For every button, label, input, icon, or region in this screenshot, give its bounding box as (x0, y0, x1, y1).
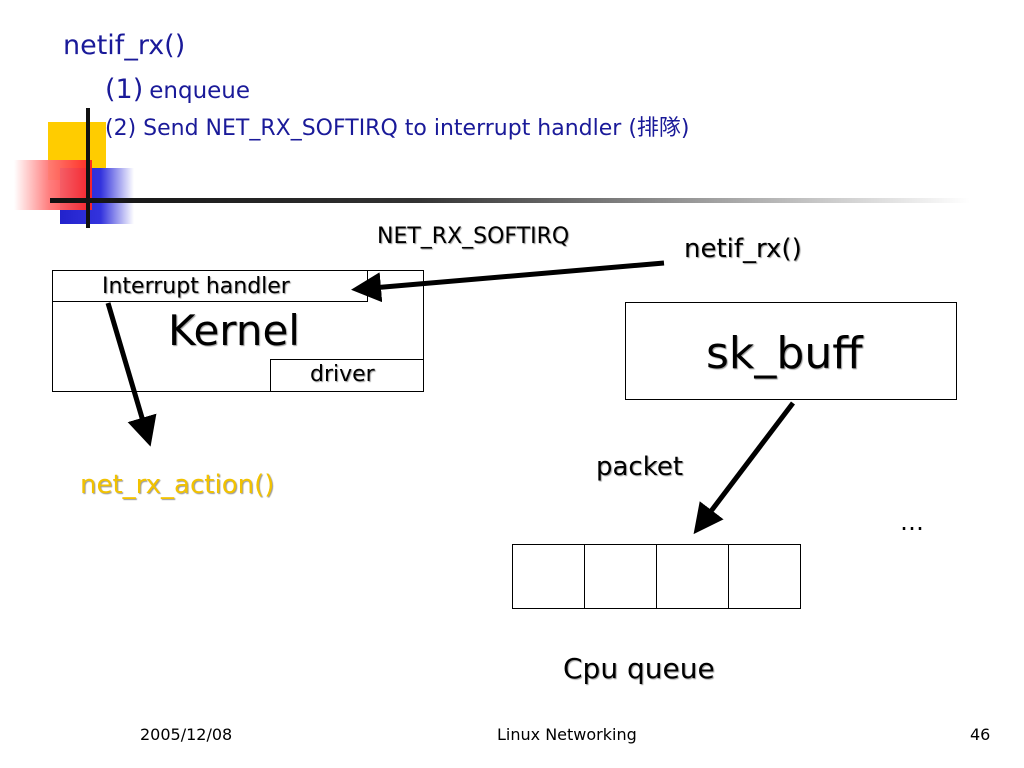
title-item-send-softirq: (2) Send NET_RX_SOFTIRQ to interrupt han… (105, 116, 690, 141)
queue-cell (656, 544, 729, 609)
title-divider (50, 198, 970, 203)
arrow-handler-to-action (105, 302, 157, 447)
arrow-skbuff-to-queue (693, 401, 795, 535)
queue-cell (728, 544, 801, 609)
kernel-label: Kernel (168, 306, 300, 355)
sk-buff-box (625, 302, 957, 400)
interrupt-handler-box (52, 270, 368, 302)
title-item-enqueue: (1)enqueue (105, 74, 250, 105)
softirq-label: NET_RX_SOFTIRQ (377, 224, 570, 249)
cpu-queue-label: Cpu queue (563, 652, 715, 685)
slide-title: netif_rx() (63, 30, 186, 61)
cpu-queue (512, 544, 801, 609)
footer-title: Linux Networking (497, 725, 637, 744)
page-number: 46 (970, 725, 991, 744)
ellipsis-label: … (900, 508, 924, 536)
queue-cell (584, 544, 657, 609)
logo-vertical-line (86, 108, 90, 228)
queue-cell (512, 544, 585, 609)
interrupt-handler-label: Interrupt handler (102, 274, 290, 299)
title-item-text: enqueue (149, 78, 251, 104)
netif-rx-label: netif_rx() (684, 234, 802, 264)
driver-box (270, 359, 424, 392)
sk-buff-label: sk_buff (706, 328, 863, 379)
footer-date: 2005/12/08 (140, 725, 233, 744)
arrow-netif-to-handler (351, 260, 665, 303)
packet-label: packet (596, 452, 684, 482)
driver-label: driver (310, 362, 375, 387)
title-item-number: (1) (105, 74, 144, 105)
net-rx-action-label: net_rx_action() (80, 470, 275, 500)
